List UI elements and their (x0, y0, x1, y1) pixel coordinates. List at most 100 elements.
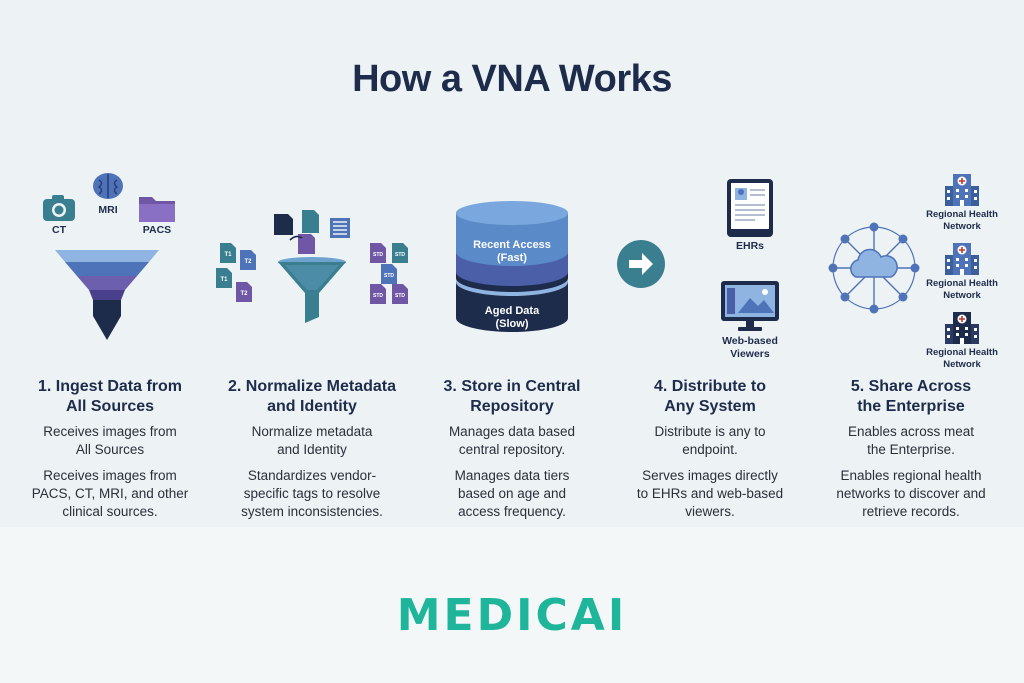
endpoint-label-viewer-line2: Viewers (730, 348, 770, 360)
database-icon: Recent Access (Fast) Aged Data (Slow) (456, 201, 568, 332)
step-heading: 3. Store in Central Repository (417, 377, 607, 417)
step-text-line: the Enterprise. (867, 442, 955, 457)
step-description: Enables regional health networks to disc… (816, 467, 1006, 521)
hospital-icon (945, 312, 979, 344)
step-1: 1. Ingest Data from All Sources Receives… (15, 377, 205, 529)
document-icon (274, 210, 350, 254)
network-label-2-line2: Network (943, 290, 981, 301)
step-description: Manages data tiers based on age and acce… (417, 467, 607, 521)
step-text-line: Enables across meat (847, 424, 975, 439)
arrow-right-icon (617, 240, 665, 288)
step-heading: 4. Distribute to Any System (615, 377, 805, 417)
tag-label: STD (373, 293, 383, 299)
step-text-line: Manages data tiers (454, 468, 570, 483)
cloud-icon (850, 248, 898, 278)
hospital-icon (945, 174, 979, 206)
brand-logo: MEDICAI (396, 590, 628, 641)
step-text-line: Serves images directly (642, 468, 778, 483)
storage-top-line2: (Fast) (497, 252, 527, 264)
step-heading-line: 3. Store in Central (443, 378, 581, 395)
document-icon (381, 264, 397, 284)
camera-icon (43, 195, 75, 221)
document-icon (370, 284, 386, 304)
step-text-line: Enables regional health (840, 468, 982, 483)
step-heading-line: 4. Distribute to (653, 378, 766, 395)
step-heading-line: Any System (664, 398, 756, 415)
hospital-icon (945, 243, 979, 275)
step-summary: Normalize metadata and Identity (217, 423, 407, 459)
step-text-line: based on age and (457, 486, 567, 501)
tag-label: T1 (224, 252, 232, 258)
endpoint-label-ehr: EHRs (735, 240, 764, 252)
network-label-1-line2: Network (943, 221, 981, 232)
step-summary: Distribute is any to endpoint. (615, 423, 805, 459)
folder-icon (139, 197, 175, 222)
funnel-icon (278, 257, 346, 323)
step-2: 2. Normalize Metadata and Identity Norma… (217, 377, 407, 529)
step-text-line: PACS, CT, MRI, and other (31, 486, 189, 501)
tag-label: STD (384, 273, 394, 279)
source-label-ct: CT (52, 224, 66, 236)
step-description: Serves images directly to EHRs and web-b… (615, 467, 805, 521)
document-icon (392, 284, 408, 304)
step-text-line: Standardizes vendor- (247, 468, 377, 483)
page-title: How a VNA Works (352, 58, 672, 100)
step-summary: Manages data based central repository. (417, 423, 607, 459)
step-text-line: and Identity (277, 442, 347, 457)
brain-icon (93, 173, 123, 199)
tag-label: T2 (244, 259, 252, 265)
tag-label: STD (373, 252, 383, 258)
step-text-line: clinical sources. (62, 504, 158, 519)
tag-label: T2 (240, 291, 248, 297)
step-text-line: networks to discover and (836, 486, 986, 501)
step-text-line: Manages data based (448, 424, 576, 439)
network-label-3-line2: Network (943, 359, 981, 370)
step-text-line: access frequency. (458, 504, 566, 519)
step-heading-line: and Identity (267, 398, 357, 415)
step-text-line: central repository. (458, 442, 566, 457)
step-heading-line: 5. Share Across (850, 378, 972, 395)
step-text-line: All Sources (75, 442, 145, 457)
document-icon (392, 243, 408, 263)
storage-top-line1: Recent Access (473, 239, 551, 251)
step-heading: 1. Ingest Data from All Sources (15, 377, 205, 417)
step-heading: 5. Share Across the Enterprise (816, 377, 1006, 417)
step-description: Receives images from PACS, CT, MRI, and … (15, 467, 205, 521)
network-label-3-line1: Regional Health (926, 347, 998, 358)
step-4: 4. Distribute to Any System Distribute i… (615, 377, 805, 529)
document-icon (370, 243, 386, 263)
document-icon (220, 243, 236, 263)
step-text-line: retrieve records. (862, 504, 960, 519)
endpoint-label-viewer-line1: Web-based (722, 335, 778, 347)
step-text-line: system inconsistencies. (241, 504, 383, 519)
step-text-line: specific tags to resolve (243, 486, 381, 501)
funnel-icon (55, 250, 159, 340)
step-text-line: Receives images from (43, 468, 177, 483)
document-icon (216, 268, 232, 288)
step-3: 3. Store in Central Repository Manages d… (417, 377, 607, 529)
tag-label: STD (395, 252, 405, 258)
step-heading-line: the Enterprise (857, 398, 965, 415)
network-label-1-line1: Regional Health (926, 209, 998, 220)
storage-bottom-line2: (Slow) (496, 318, 529, 330)
tag-label: STD (395, 293, 405, 299)
step-text-line: to EHRs and web-based (636, 486, 784, 501)
step-summary: Enables across meat the Enterprise. (816, 423, 1006, 459)
step-heading-line: All Sources (65, 398, 155, 415)
step-heading: 2. Normalize Metadata and Identity (217, 377, 407, 417)
step-heading-line: Repository (470, 398, 554, 415)
step-text-line: Distribute is any to (654, 424, 766, 439)
step-text-line: endpoint. (682, 442, 738, 457)
step-heading-line: 2. Normalize Metadata (227, 378, 397, 395)
step-text-line: Receives images from (43, 424, 177, 439)
document-icon (236, 282, 252, 302)
source-label-pacs: PACS (142, 224, 172, 236)
footer (0, 527, 1024, 683)
step-text-line: viewers. (685, 504, 735, 519)
tag-label: T1 (220, 277, 228, 283)
step-summary: Receives images from All Sources (15, 423, 205, 459)
document-icon (240, 250, 256, 270)
network-hub (828, 222, 920, 314)
network-label-2-line1: Regional Health (926, 278, 998, 289)
step-heading-line: 1. Ingest Data from (37, 378, 183, 395)
